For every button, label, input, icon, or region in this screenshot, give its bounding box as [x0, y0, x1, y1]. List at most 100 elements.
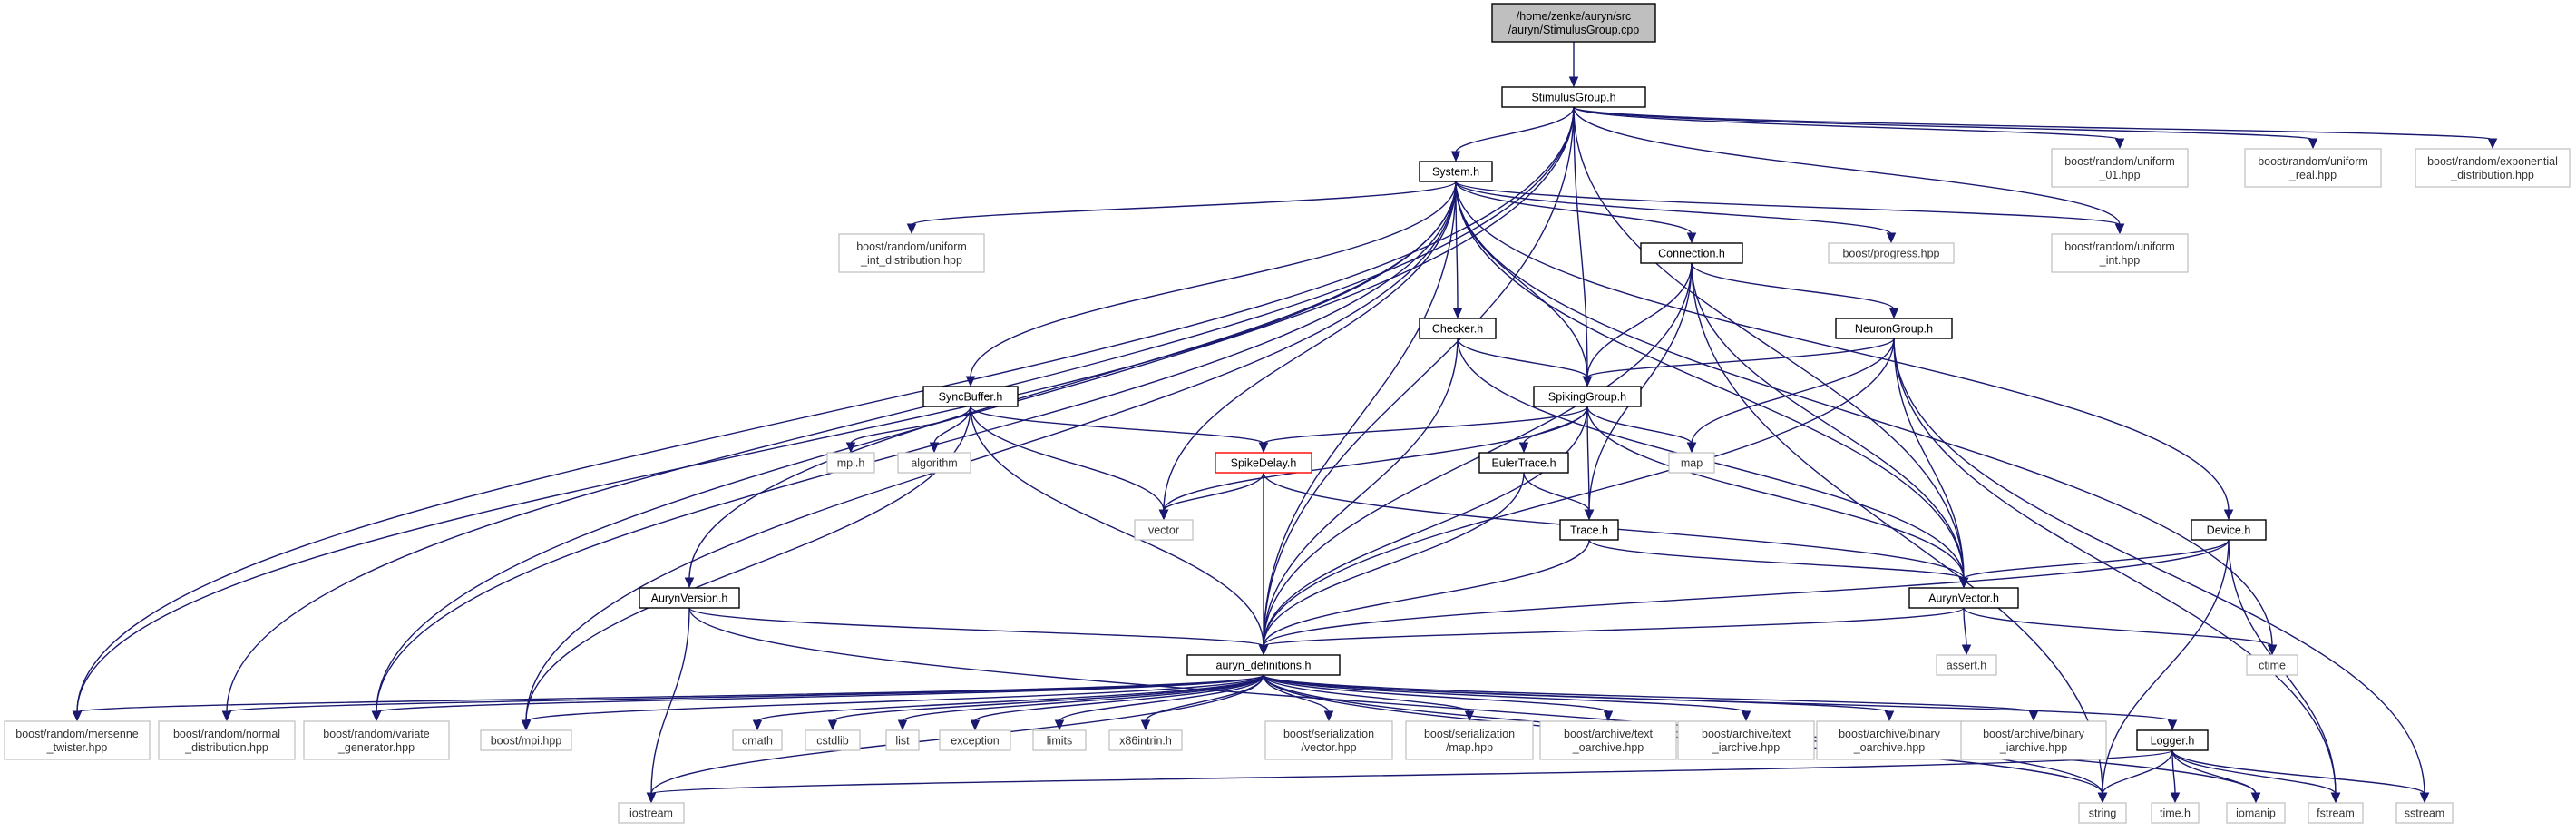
arrowhead — [2114, 223, 2125, 235]
node-label: StimulusGroup.h — [1531, 92, 1615, 104]
node-label: _int_distribution.hpp — [860, 254, 962, 267]
node-label: boost/random/uniform — [2064, 155, 2175, 168]
node-iostream: iostream — [618, 802, 685, 824]
node-label: time.h — [2160, 808, 2191, 820]
node-label: SyncBuffer.h — [939, 391, 1003, 404]
node-fstream: fstream — [2308, 802, 2364, 824]
node-checker[interactable]: Checker.h — [1419, 318, 1497, 339]
node-neuron-group[interactable]: NeuronGroup.h — [1835, 318, 1953, 339]
node-auryn-vector[interactable]: AurynVector.h — [1908, 587, 2019, 609]
arrowhead — [1741, 710, 1751, 722]
node-root[interactable]: /home/zenke/auryn/src/auryn/StimulusGrou… — [1491, 3, 1656, 43]
edge-connection-to-spiking-group — [1582, 262, 1693, 387]
edge-logger-to-string — [2097, 749, 2173, 804]
arrowhead — [970, 719, 981, 731]
node-label: assert.h — [1947, 660, 1987, 672]
arrowhead — [1584, 509, 1595, 521]
node-normal: boost/random/normal_distribution.hpp — [158, 720, 296, 760]
node-uniform01: boost/random/uniform_01.hpp — [2051, 148, 2189, 188]
node-label: _01.hpp — [2098, 169, 2140, 181]
node-label: boost/random/variate — [323, 728, 429, 740]
node-label: string — [2089, 808, 2117, 820]
edge-stimulus-group-to-auryn-vector — [1573, 106, 1969, 589]
node-label: fstream — [2317, 808, 2355, 820]
node-connection[interactable]: Connection.h — [1640, 242, 1743, 264]
node-spike-delay[interactable]: SpikeDelay.h — [1215, 452, 1312, 474]
arrowhead — [2267, 644, 2278, 656]
node-list: list — [885, 729, 920, 751]
node-vector: vector — [1134, 519, 1194, 541]
edge-system-to-sync-buffer — [965, 181, 1457, 387]
node-label: ctime — [2259, 660, 2286, 672]
arrowhead — [646, 792, 657, 804]
arrowhead — [1582, 376, 1593, 387]
arrowhead — [752, 719, 763, 731]
arrowhead — [1958, 577, 1969, 589]
edge-system-to-mpi-hpp — [521, 181, 1457, 731]
node-time-h: time.h — [2151, 802, 2200, 824]
edge-connection-to-neuron-group — [1691, 262, 1899, 319]
node-label: boost/random/normal — [173, 728, 280, 740]
edge-spike-delay-to-auryn-definitions — [1258, 472, 1269, 656]
edge-system-to-mersenne — [72, 181, 1457, 722]
node-label: boost/serialization — [1283, 728, 1374, 740]
node-ser-map: boost/serialization/map.hpp — [1405, 720, 1534, 760]
node-label: _real.hpp — [2288, 169, 2337, 181]
node-label: boost/archive/binary — [1983, 728, 2085, 740]
edge-auryn-definitions-to-text-oarchive — [1263, 674, 1614, 722]
edge-auryn-definitions-to-limits — [1054, 674, 1264, 731]
arrowhead — [1054, 719, 1065, 731]
node-device[interactable]: Device.h — [2191, 519, 2267, 541]
edge-system-to-uniform-int-dist — [906, 181, 1457, 235]
arrowhead — [1884, 710, 1895, 722]
node-label: AurynVersion.h — [651, 592, 728, 605]
node-uniform-int: boost/random/uniform_int.hpp — [2051, 233, 2189, 273]
arrowhead — [2223, 509, 2234, 521]
arrowhead — [72, 710, 83, 722]
node-label: x86intrin.h — [1119, 735, 1172, 748]
node-label: /home/zenke/auryn/src — [1517, 10, 1631, 23]
node-cstdlib: cstdlib — [805, 729, 861, 751]
edge-system-to-auryn-version — [684, 181, 1457, 589]
node-system[interactable]: System.h — [1419, 161, 1493, 182]
node-label: boost/random/uniform — [2258, 155, 2368, 168]
arrowhead — [1686, 442, 1697, 454]
edge-auryn-vector-to-assert — [1961, 607, 1972, 656]
node-label: mpi.h — [837, 457, 865, 470]
node-label: sstream — [2405, 808, 2444, 820]
node-stimulus-group[interactable]: StimulusGroup.h — [1501, 86, 1646, 108]
edge-auryn-vector-to-ctime — [1963, 607, 2278, 656]
node-label: SpikeDelay.h — [1231, 457, 1297, 470]
node-euler-trace[interactable]: EulerTrace.h — [1478, 452, 1569, 474]
edge-auryn-definitions-to-mpi-hpp — [521, 674, 1264, 731]
node-iomanip: iomanip — [2226, 802, 2286, 824]
node-variate: boost/random/variate_generator.hpp — [303, 720, 450, 760]
edge-stimulus-group-to-normal — [221, 106, 1575, 722]
arrowhead — [2308, 138, 2318, 150]
node-label: list — [895, 735, 910, 748]
arrowhead — [845, 442, 856, 454]
node-label: boost/progress.hpp — [1842, 248, 1939, 260]
edge-spiking-group-to-trace — [1584, 406, 1595, 521]
edge-checker-to-spiking-group — [1457, 338, 1593, 387]
node-auryn-definitions[interactable]: auryn_definitions.h — [1186, 654, 1341, 676]
node-sync-buffer[interactable]: SyncBuffer.h — [922, 386, 1019, 407]
edge-system-to-spiking-group — [1455, 181, 1593, 387]
edge-auryn-definitions-to-cstdlib — [827, 674, 1264, 731]
node-exception: exception — [939, 729, 1011, 751]
edge-root-to-stimulus-group — [1568, 42, 1579, 88]
node-mpi-h: mpi.h — [826, 452, 875, 474]
node-label: algorithm — [911, 457, 957, 470]
arrowhead — [1140, 719, 1151, 731]
node-map: map — [1668, 452, 1715, 474]
arrowhead — [897, 719, 908, 731]
node-trace[interactable]: Trace.h — [1559, 519, 1619, 541]
node-cmath: cmath — [732, 729, 783, 751]
arrowhead — [1961, 644, 1972, 656]
node-logger[interactable]: Logger.h — [2136, 729, 2209, 751]
edge-auryn-version-to-iostream — [646, 607, 690, 804]
node-spiking-group[interactable]: SpikingGroup.h — [1533, 386, 1642, 407]
arrowhead — [2330, 792, 2341, 804]
edge-stimulus-group-to-variate — [371, 106, 1575, 722]
node-auryn-version[interactable]: AurynVersion.h — [639, 587, 740, 609]
